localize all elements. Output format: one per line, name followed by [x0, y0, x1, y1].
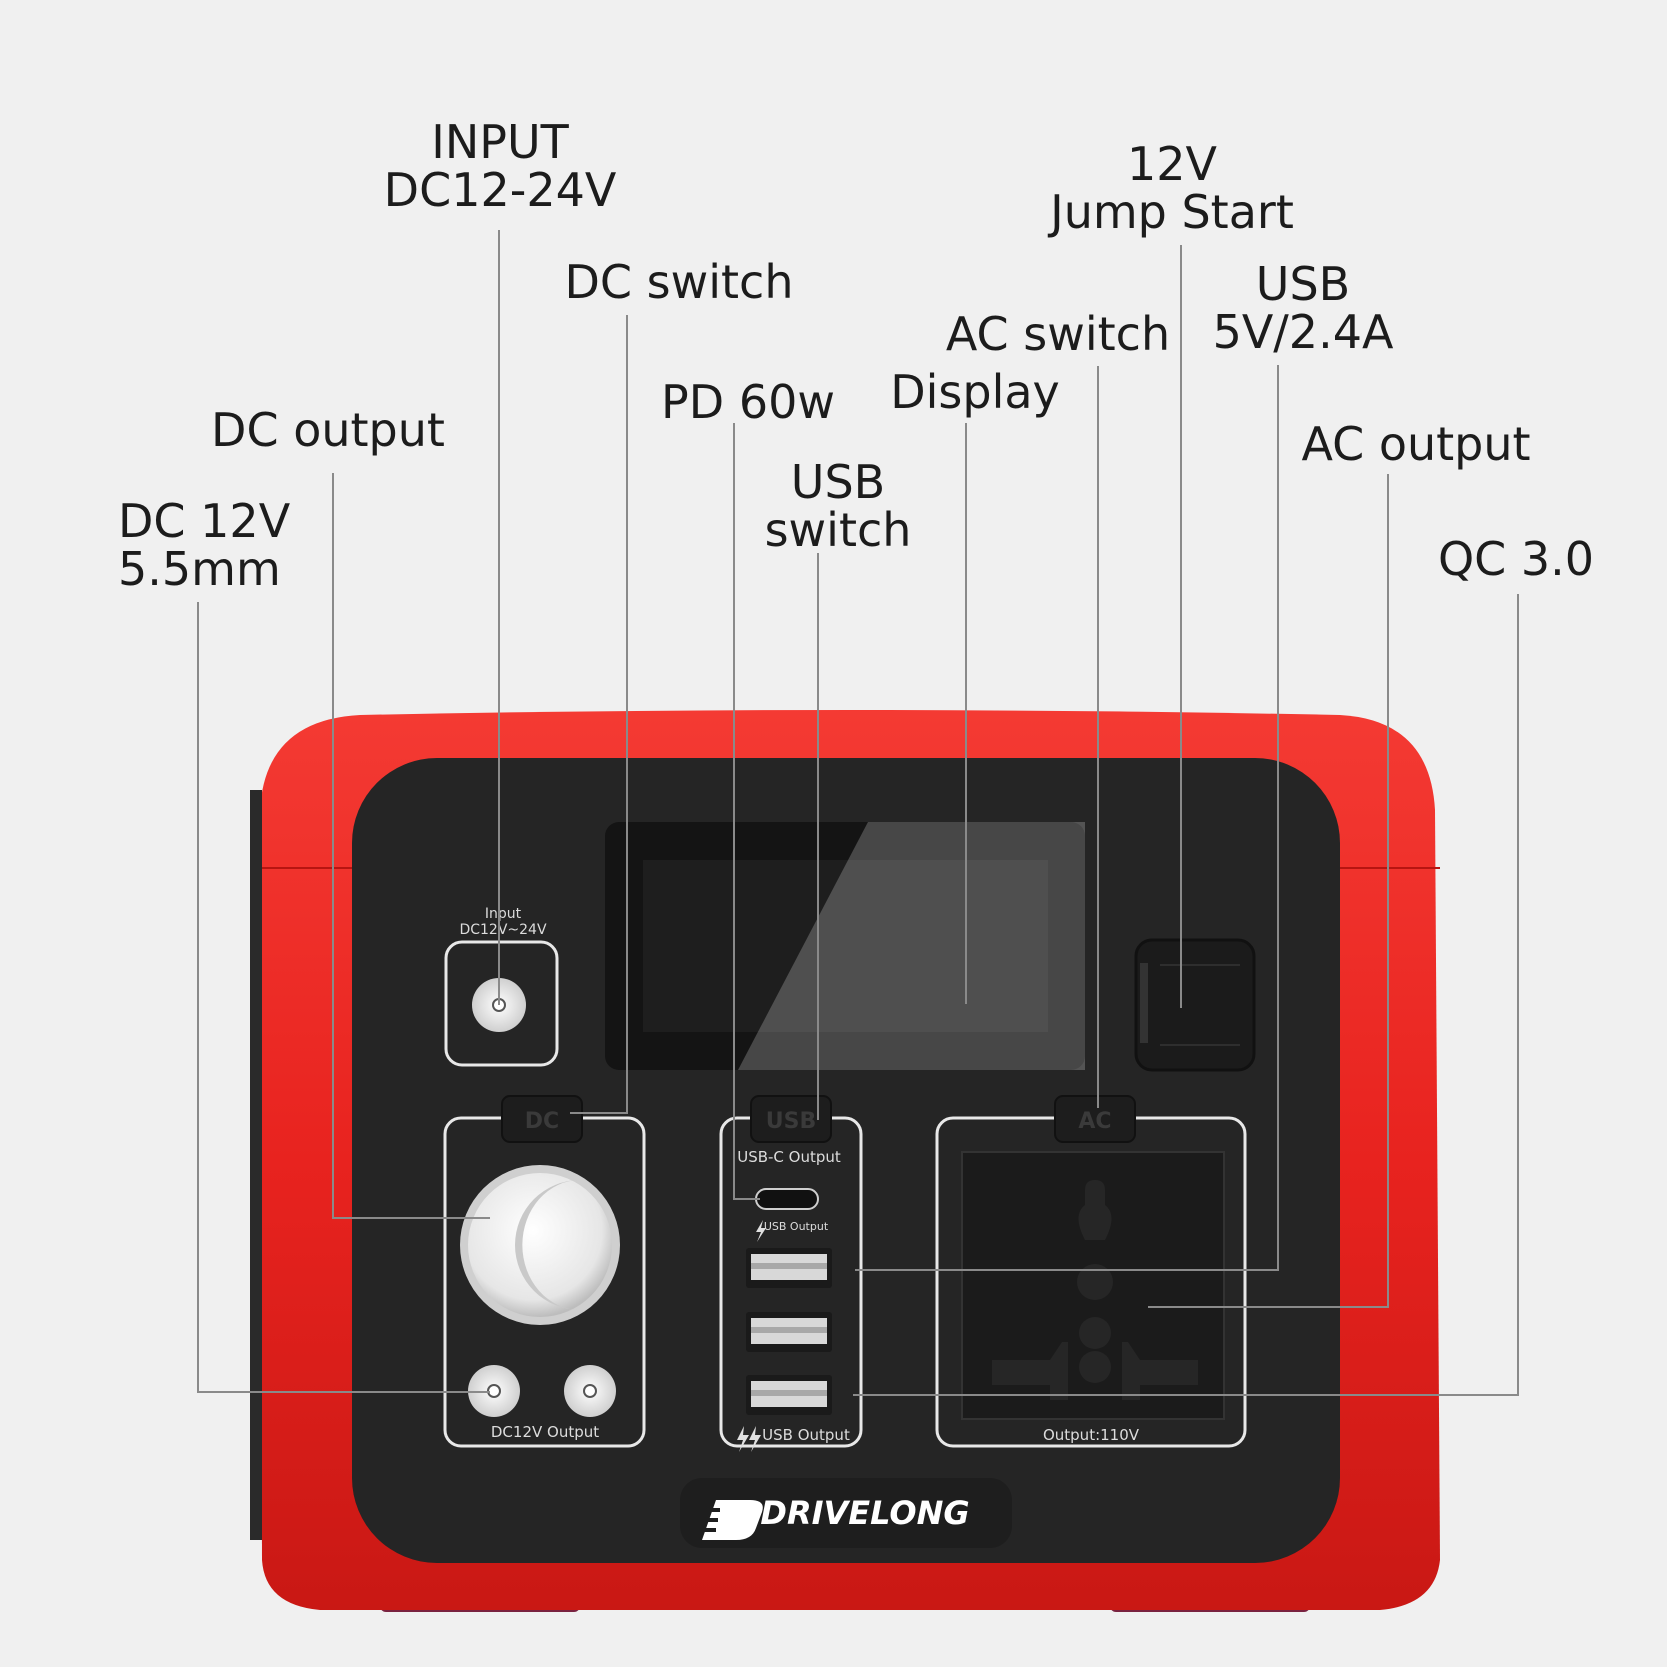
callout-dc-output-line1: DC output	[211, 403, 445, 457]
usbc-output-label: USB-C Output	[737, 1148, 841, 1166]
callout-pd-60w: PD 60w	[661, 378, 835, 426]
usb-switch-label: USB	[766, 1109, 816, 1134]
usb-switch-button	[750, 1095, 832, 1143]
lightning-icon	[756, 1220, 766, 1242]
callout-usb-switch: USB switch	[765, 458, 912, 554]
callout-jump-start: 12V Jump Start	[1050, 140, 1294, 236]
callout-qc-30-line1: QC 3.0	[1437, 532, 1595, 586]
brand-logo-icon	[694, 1500, 763, 1540]
callout-usb-switch-line1: USB	[790, 455, 886, 509]
callout-ac-output-line1: AC output	[1301, 417, 1531, 471]
callout-usb-switch-line2: switch	[764, 503, 912, 557]
callout-usb-5v-line2: 5V/2.4A	[1212, 305, 1394, 359]
callout-input-line2: DC12-24V	[383, 163, 617, 217]
callout-pd-60w-line1: PD 60w	[661, 375, 835, 429]
callout-input: INPUT DC12-24V	[384, 118, 617, 214]
dc12v-output-label: DC12V Output	[491, 1423, 599, 1441]
ac-section: AC Output:110V	[935, 1095, 1247, 1448]
callout-jump-start-line2: Jump Start	[1050, 185, 1294, 239]
callout-ac-switch: AC switch	[946, 310, 1170, 358]
dc-switch-label: DC	[525, 1109, 559, 1134]
jump-start-port-icon	[1134, 938, 1256, 1072]
usb-a-port-qc	[746, 1375, 832, 1415]
callout-dc-12v-line2: 5.5mm	[118, 542, 281, 596]
ac-output-label: Output:110V	[1043, 1426, 1140, 1444]
callout-dc-12v: DC 12V 5.5mm	[118, 497, 290, 593]
callout-dc-switch: DC switch	[564, 258, 793, 306]
input-label-line2: DC12V~24V	[459, 922, 546, 938]
callout-usb-5v: USB 5V/2.4A	[1213, 260, 1394, 356]
dc-section: DC DC12V Output	[443, 1095, 646, 1448]
callout-input-line1: INPUT	[431, 115, 569, 169]
ac-socket-icon	[961, 1151, 1225, 1420]
callout-display-line1: Display	[890, 365, 1060, 419]
ac-switch-button	[1054, 1095, 1136, 1143]
lcd-display	[605, 822, 1085, 1070]
input-label-line1: Input	[485, 906, 522, 922]
usb-a-port-icon	[746, 1248, 832, 1288]
callout-usb-5v-line1: USB	[1255, 257, 1351, 311]
brand-plate: DRIVELONG	[680, 1478, 1012, 1548]
ac-switch-label: AC	[1078, 1109, 1111, 1134]
brand-name: DRIVELONG	[760, 1494, 969, 1532]
usb-output-qc-label: USB Output	[762, 1426, 850, 1444]
callout-qc-30: QC 3.0	[1438, 535, 1594, 583]
usb-c-port-icon	[755, 1188, 819, 1210]
usb-section: USB USB-C Output USB Output USB Output	[719, 1095, 863, 1452]
double-lightning-icon	[737, 1426, 761, 1452]
callout-dc-12v-line1: DC 12V	[118, 494, 291, 548]
callout-ac-output: AC output	[1301, 420, 1530, 468]
usb-output-small-label: USB Output	[764, 1220, 829, 1233]
callout-ac-switch-line1: AC switch	[945, 307, 1171, 361]
leader-lines	[197, 230, 1519, 1396]
left-side-edge	[250, 790, 262, 1540]
callout-dc-output: DC output	[211, 406, 445, 454]
dc-switch-button	[501, 1095, 583, 1143]
callout-dc-switch-line1: DC switch	[564, 255, 794, 309]
callout-display: Display	[890, 368, 1060, 416]
callout-jump-start-line1: 12V	[1126, 137, 1218, 191]
usb-a-port-2	[746, 1312, 832, 1352]
